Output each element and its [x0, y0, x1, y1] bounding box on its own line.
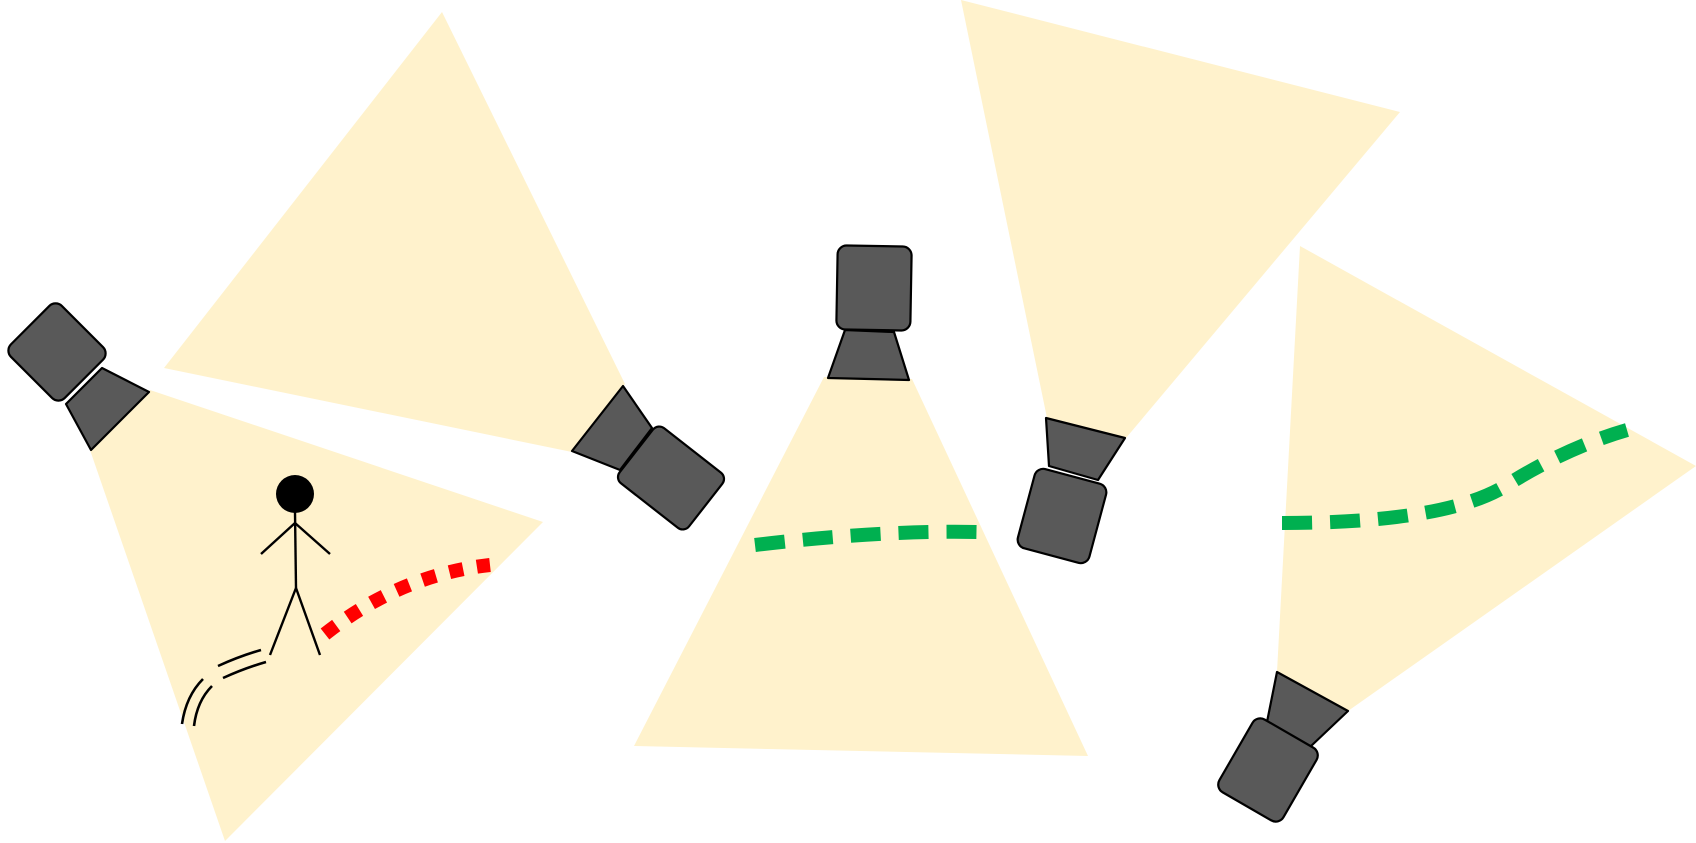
coverage-cone-camera-3 [634, 377, 1088, 756]
camera-1-body [7, 302, 107, 402]
camera-2 [570, 384, 726, 531]
camera-2-body [616, 425, 726, 531]
stick-figure-walking-icon [260, 475, 331, 656]
coverage-cone-camera-2 [164, 12, 625, 452]
tracked-trail-right [1281, 423, 1629, 530]
camera-1 [7, 302, 151, 452]
person-head [276, 475, 314, 513]
camera-3 [826, 244, 913, 382]
camera-1-lens [64, 366, 151, 452]
camera-4-lens [1044, 416, 1127, 482]
motion-lines [180, 648, 267, 727]
camera-4 [1016, 416, 1127, 565]
untracked-trail [320, 558, 491, 640]
camera-2-lens [570, 384, 654, 472]
coverage-cone-camera-1 [90, 390, 543, 841]
tracked-trail-center [754, 524, 979, 552]
camera-5 [1217, 670, 1350, 823]
camera-4-body [1016, 467, 1108, 565]
camera-3-body [835, 244, 913, 332]
coverage-cone-camera-5 [1277, 246, 1696, 711]
coverage-cone-camera-4 [961, 0, 1400, 438]
coverage-areas [90, 0, 1696, 841]
camera-5-body [1217, 717, 1319, 823]
camera-3-lens [826, 328, 911, 382]
